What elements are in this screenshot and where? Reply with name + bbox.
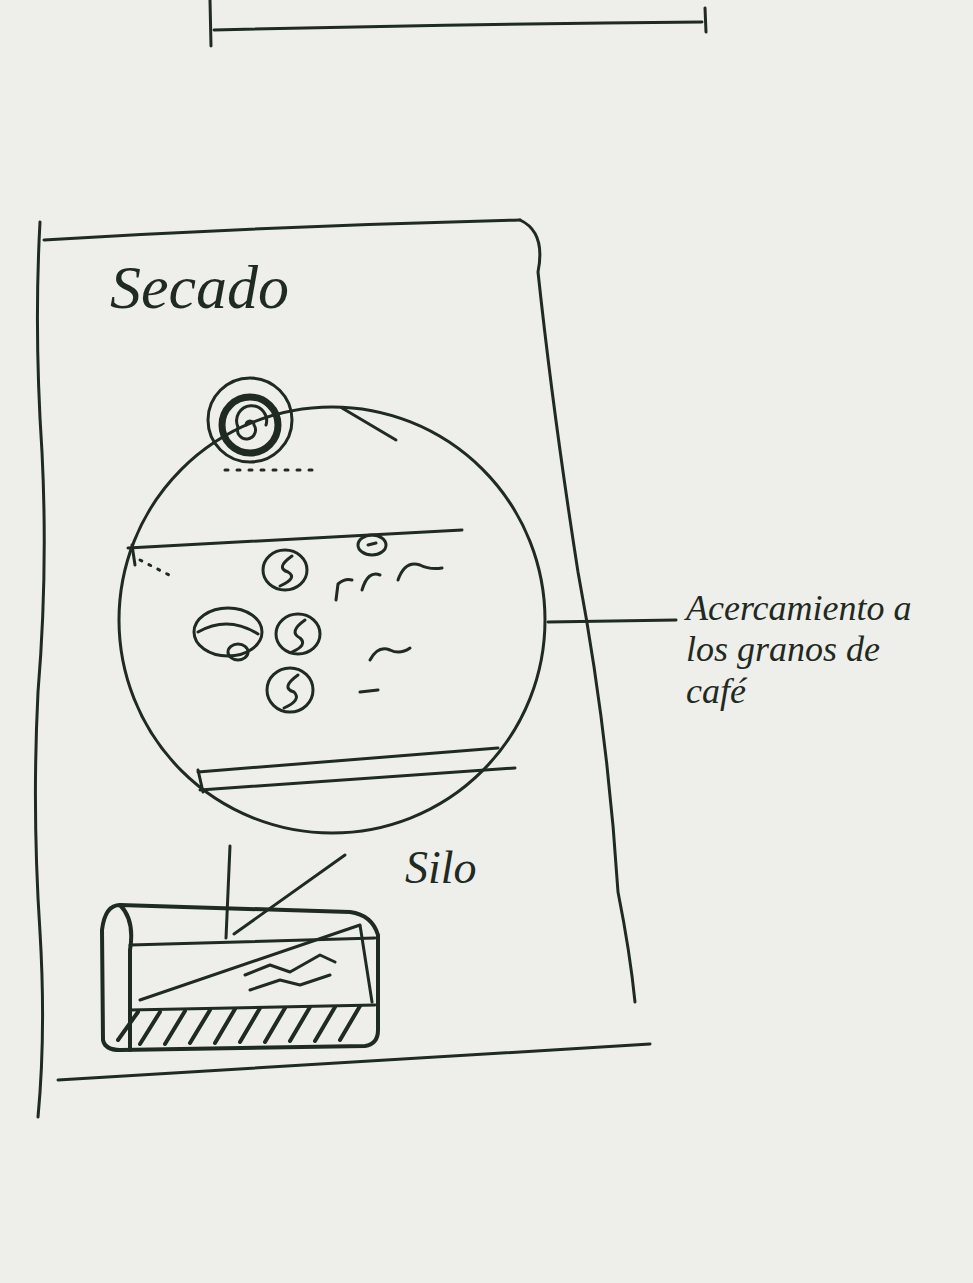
top-frame-edge <box>214 22 702 30</box>
silo-label: Silo <box>405 842 565 895</box>
leader-line <box>548 620 676 622</box>
silo-drawing <box>102 905 378 1050</box>
frame-outline <box>18 212 668 1127</box>
sun-spiral <box>208 378 396 470</box>
zoom-link <box>226 846 230 938</box>
panel-title: Secado <box>110 252 289 323</box>
panel-frame: Secado <box>18 212 668 1127</box>
coffee-beans <box>194 535 442 712</box>
top-frame-edge <box>705 8 706 32</box>
zoom-circle <box>119 407 545 833</box>
top-frame-edge <box>210 0 211 46</box>
callout-label: Acercamiento a los granos de café <box>686 588 948 712</box>
zoom-link <box>234 855 345 934</box>
